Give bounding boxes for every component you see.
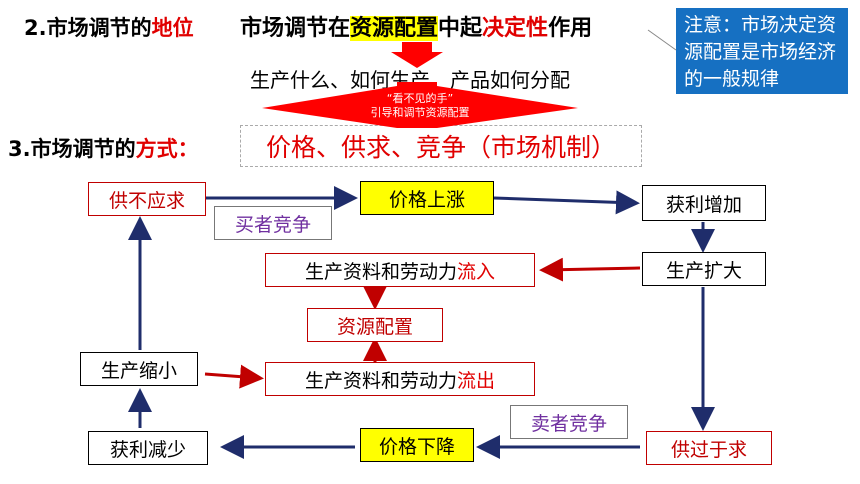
box-price-up: 价格上涨 xyxy=(360,181,494,215)
main-statement-highlight: 资源配置 xyxy=(350,16,439,41)
box-surplus: 供过于求 xyxy=(646,431,772,465)
banner-line1: “看不见的手” xyxy=(386,92,454,105)
box-outflow: 生产资料和劳动力流出 xyxy=(265,362,535,396)
heading-method: 3.市场调节的方式： xyxy=(8,133,199,163)
box-expand: 生产扩大 xyxy=(642,252,766,286)
box-price-down: 价格下降 xyxy=(360,428,474,462)
box-inflow-suffix: 流入 xyxy=(457,260,496,283)
method-text: 价格、供求、竞争（市场机制） xyxy=(265,133,616,162)
arrow-expand-to-inflow xyxy=(539,257,641,282)
heading-position: 2.市场调节的地位 xyxy=(24,12,194,42)
down-arrow-shape xyxy=(391,42,443,68)
main-statement-part2: 中起 xyxy=(438,16,483,41)
banner-arrow-shape xyxy=(262,82,578,128)
box-shortage: 供不应求 xyxy=(88,182,206,216)
label-seller-competition: 卖者竞争 xyxy=(510,405,628,439)
note-callout-line xyxy=(647,29,677,51)
box-outflow-suffix: 流出 xyxy=(457,369,496,392)
box-shrink: 生产缩小 xyxy=(80,352,198,386)
box-allocation: 资源配置 xyxy=(307,308,443,342)
arrow-priceup-to-profitup xyxy=(493,190,640,215)
banner-line2: 引导和调节资源配置 xyxy=(370,106,470,119)
main-statement: 市场调节在资源配置中起决定性作用 xyxy=(240,10,592,42)
heading-method-emph: 方式： xyxy=(135,137,199,161)
box-inflow-prefix: 生产资料和劳动力 xyxy=(304,260,457,283)
box-outflow-prefix: 生产资料和劳动力 xyxy=(304,369,457,392)
label-buyer-competition: 买者竞争 xyxy=(214,206,332,240)
banner-text: “看不见的手” 引导和调节资源配置 xyxy=(360,92,480,120)
heading-method-prefix: 3.市场调节的 xyxy=(8,137,136,161)
note-box: 注意：市场决定资源配置是市场经济的一般规律 xyxy=(676,8,848,94)
box-profit-down: 获利减少 xyxy=(88,431,208,465)
box-profit-up: 获利增加 xyxy=(642,185,766,221)
heading-position-emph: 地位 xyxy=(151,16,194,40)
note-text: 注意：市场决定资源配置是市场经济的一般规律 xyxy=(684,14,837,90)
box-inflow: 生产资料和劳动力流入 xyxy=(265,253,535,287)
arrow-shrink-to-outflow xyxy=(204,364,264,389)
main-statement-part1: 市场调节在 xyxy=(240,16,351,41)
main-statement-part3: 作用 xyxy=(548,16,593,41)
method-box: 价格、供求、竞争（市场机制） xyxy=(240,125,642,167)
main-statement-emph: 决定性 xyxy=(482,16,549,41)
heading-position-prefix: 2.市场调节的 xyxy=(24,16,152,40)
